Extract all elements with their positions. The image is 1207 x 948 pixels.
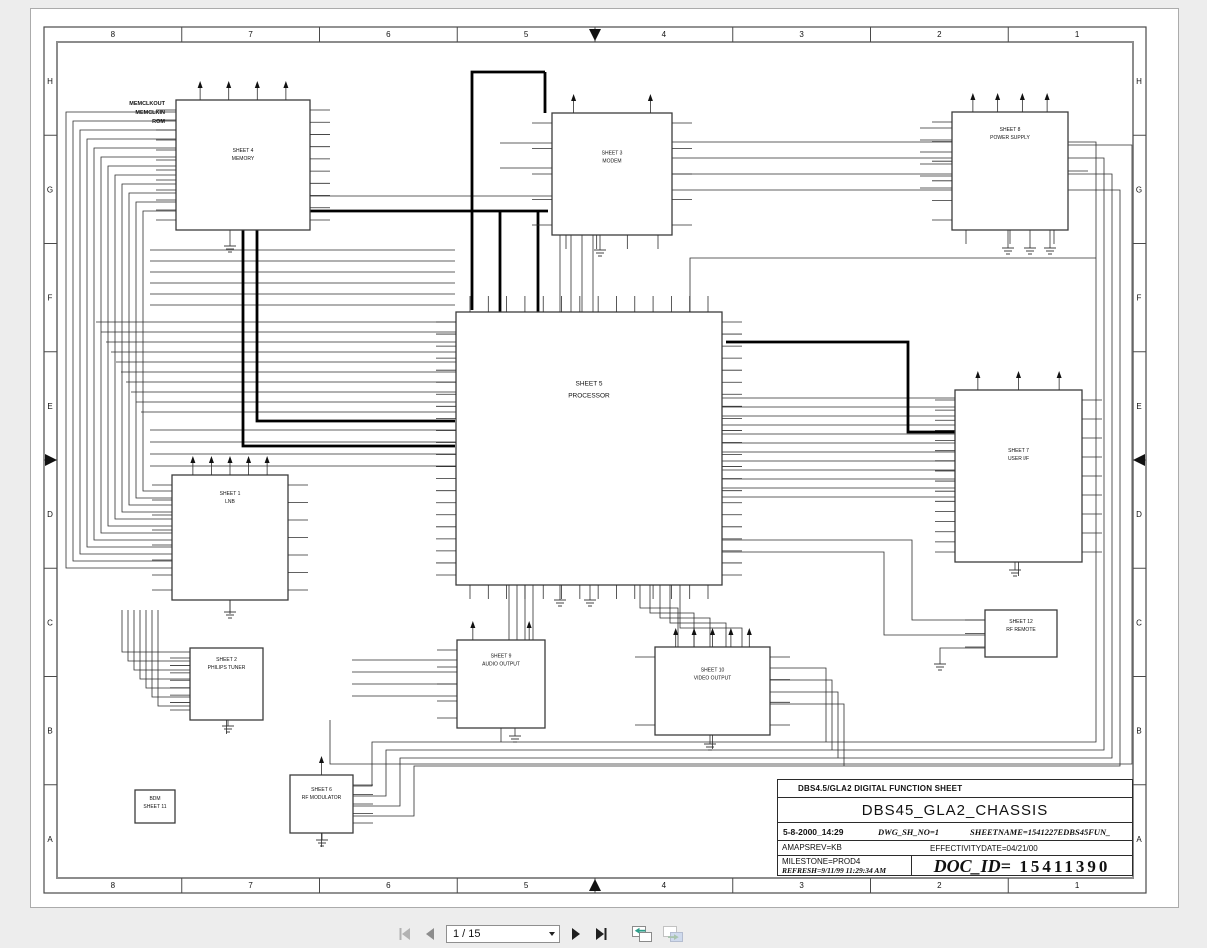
previous-page-icon [426,928,434,940]
title-block-sheetname: SHEETNAME=1541227EDBS45FUN_ [970,826,1111,837]
page-number-combobox[interactable]: 1 / 15 [446,925,560,943]
title-block-effectivity: EFFECTIVITYDATE=04/21/00 [930,844,1038,853]
title-block: DBS4.5/GLA2 DIGITAL FUNCTION SHEET DBS45… [777,779,1133,876]
doc-id-value: 15411390 [1019,857,1111,876]
title-block-title: DBS45_GLA2_CHASSIS [778,798,1132,823]
next-page-icon [572,928,580,940]
title-block-date: 5-8-2000_14:29 [783,826,844,837]
last-page-icon [596,928,607,940]
previous-view-icon [632,926,652,942]
title-block-dwg-no: DWG_SH_NO=1 [878,826,940,837]
pager-toolbar: 1 / 15 [396,923,685,945]
title-block-doc-id: DOC_ID= 15411390 [912,856,1132,876]
previous-page-button[interactable] [421,925,439,943]
next-page-button[interactable] [567,925,585,943]
next-view-icon [663,926,683,942]
title-block-refresh: REFRESH=9/11/99 11:29:34 AM [782,866,887,875]
last-page-button[interactable] [592,925,610,943]
title-block-milestone: MILESTONE=PROD4 [782,857,861,866]
first-page-icon [399,928,410,940]
first-page-button[interactable] [396,925,414,943]
chevron-down-icon [549,932,555,936]
doc-id-label: DOC_ID= [933,856,1011,876]
page-number-value: 1 / 15 [453,928,481,940]
sheet-caption: DBS4.5/GLA2 DIGITAL FUNCTION SHEET [778,780,1132,798]
previous-view-button[interactable] [630,925,654,943]
title-block-amapsrev: AMAPSREV=KB [782,843,842,852]
next-view-button[interactable] [661,925,685,943]
schematic-page [30,8,1179,908]
